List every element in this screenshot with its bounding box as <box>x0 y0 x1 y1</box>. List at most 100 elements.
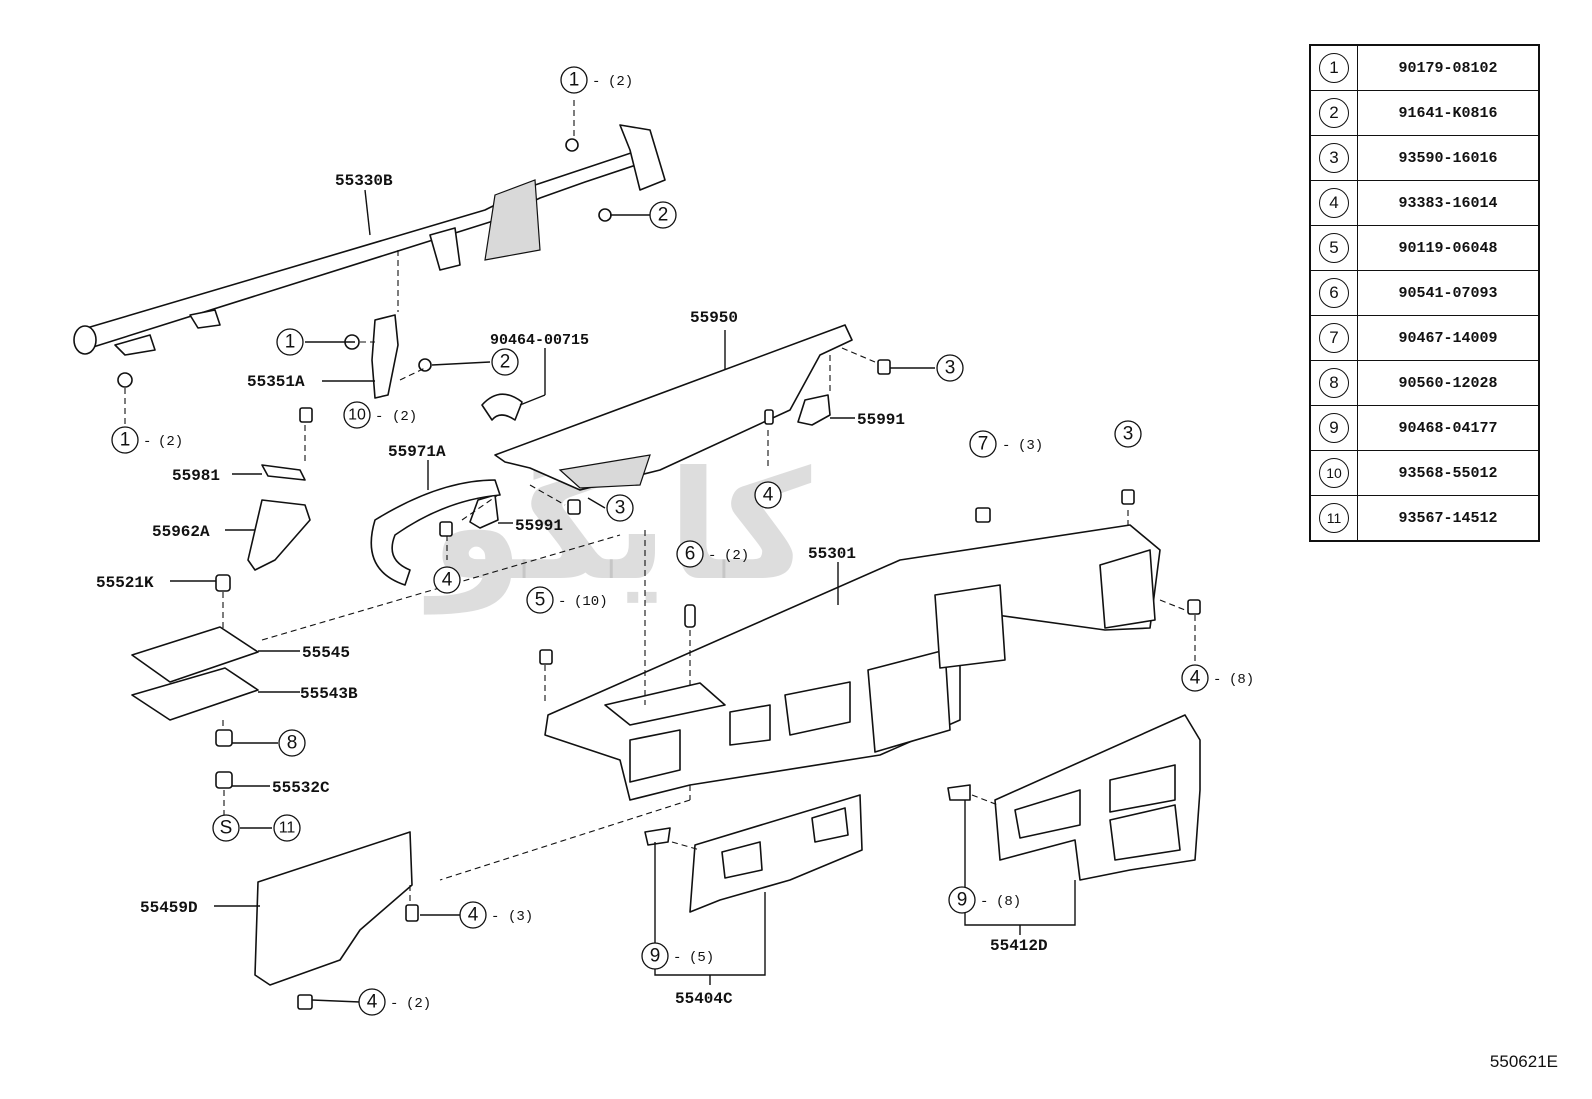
label-55459D: 55459D <box>140 899 198 917</box>
legend-number: 8 <box>1319 368 1349 398</box>
svg-text:3: 3 <box>1123 424 1134 445</box>
callout-2-top: 2 <box>649 201 677 229</box>
svg-text:9: 9 <box>650 946 661 967</box>
reinforcement-bar-55330B <box>73 124 666 388</box>
label-55543B: 55543B <box>300 685 358 703</box>
legend-part-number: 93590-16016 <box>1357 135 1540 181</box>
svg-text:-: - <box>491 909 499 925</box>
label-55532C: 55532C <box>272 779 330 797</box>
bracket-55991-right <box>797 394 831 426</box>
callout-4-side-bottom: 4 - (2) <box>358 988 431 1016</box>
legend-number-cell: 4 <box>1309 180 1358 226</box>
legend-part-number: 91641-K0816 <box>1357 90 1540 136</box>
svg-text:3: 3 <box>615 498 626 519</box>
legend-part-number: 93383-16014 <box>1357 180 1540 226</box>
cushion-8 <box>215 729 233 747</box>
callout-3-right: 3 <box>1114 420 1142 448</box>
svg-text:1: 1 <box>569 70 580 91</box>
legend-number: 2 <box>1319 98 1349 128</box>
label-55301: 55301 <box>808 545 856 563</box>
cushion-55532C <box>215 771 233 789</box>
label-55962A: 55962A <box>152 523 210 541</box>
svg-text:6: 6 <box>685 544 696 565</box>
label-55351A: 55351A <box>247 373 305 391</box>
svg-text:4: 4 <box>367 992 378 1013</box>
svg-text:4: 4 <box>468 905 479 926</box>
legend-number-cell: 3 <box>1309 135 1358 181</box>
legend-part-number: 90179-08102 <box>1357 44 1540 91</box>
svg-text:2: 2 <box>500 352 511 373</box>
label-55412D: 55412D <box>990 937 1048 955</box>
callout-4-hose: 4 <box>433 566 461 594</box>
seal-55543B <box>131 667 259 721</box>
legend-row: 11 93567-14512 <box>1309 495 1540 542</box>
legend-number: 7 <box>1319 323 1349 353</box>
diagram-reference-code: 550621E <box>1489 1052 1558 1071</box>
legend-part-number: 90541-07093 <box>1357 270 1540 316</box>
legend-number: 9 <box>1319 413 1349 443</box>
callout-7: 7 - (3) <box>969 430 1043 458</box>
callout-2-mid: 2 <box>491 348 519 376</box>
svg-text:(10): (10) <box>574 594 608 610</box>
svg-text:-: - <box>1213 672 1221 688</box>
svg-text:-: - <box>592 74 600 90</box>
callout-11: 11 <box>273 814 301 842</box>
label-55404C: 55404C <box>675 990 733 1008</box>
svg-text:3: 3 <box>945 358 956 379</box>
label-90464-00715: 90464-00715 <box>490 332 589 349</box>
svg-text:-: - <box>980 894 988 910</box>
legend-row: 2 91641-K0816 <box>1309 90 1540 136</box>
svg-text:(8): (8) <box>1229 672 1254 688</box>
svg-text:7: 7 <box>978 434 989 455</box>
svg-text:2: 2 <box>658 205 669 226</box>
callout-4-right: 4 - (8) <box>1181 664 1254 692</box>
svg-text:1: 1 <box>120 430 131 451</box>
label-55991-left: 55991 <box>515 517 563 535</box>
svg-text:-: - <box>708 548 716 564</box>
side-panel-55459D <box>254 831 413 986</box>
svg-text:4: 4 <box>763 485 774 506</box>
legend-row: 9 90468-04177 <box>1309 405 1540 451</box>
svg-text:S: S <box>220 818 233 839</box>
duct-55950 <box>494 324 853 491</box>
svg-text:1: 1 <box>285 332 296 353</box>
legend-number: 10 <box>1319 458 1349 488</box>
legend-part-number: 90468-04177 <box>1357 405 1540 451</box>
cushion-55521K <box>215 574 231 592</box>
legend-number-cell: 10 <box>1309 450 1358 496</box>
callout-1-top: 1 - (2) <box>560 66 633 94</box>
legend-number-cell: 5 <box>1309 225 1358 271</box>
svg-text:-: - <box>1002 438 1010 454</box>
label-55545: 55545 <box>302 644 350 662</box>
svg-text:(2): (2) <box>392 409 417 425</box>
svg-text:(8): (8) <box>996 894 1021 910</box>
bracket-55351A <box>371 314 399 399</box>
callout-9-cluster: 9 - (8) <box>948 886 1021 914</box>
legend-number-cell: 6 <box>1309 270 1358 316</box>
svg-text:4: 4 <box>442 570 453 591</box>
lid-55545 <box>131 626 259 683</box>
label-55330B: 55330B <box>335 172 393 190</box>
legend-number: 11 <box>1319 503 1349 533</box>
callout-3-duct-left: 3 <box>606 494 634 522</box>
duct-55962A <box>247 499 311 571</box>
svg-text:11: 11 <box>279 820 296 837</box>
legend-part-number: 93567-14512 <box>1357 495 1540 542</box>
svg-text:(2): (2) <box>608 74 633 90</box>
callout-5: 5 - (10) <box>526 586 608 614</box>
svg-text:(2): (2) <box>158 434 183 450</box>
legend-number: 5 <box>1319 233 1349 263</box>
callout-8: 8 <box>278 729 306 757</box>
svg-text:-: - <box>375 409 383 425</box>
legend-number-cell: 1 <box>1309 44 1358 91</box>
svg-text:9: 9 <box>957 890 968 911</box>
label-55950: 55950 <box>690 309 738 327</box>
